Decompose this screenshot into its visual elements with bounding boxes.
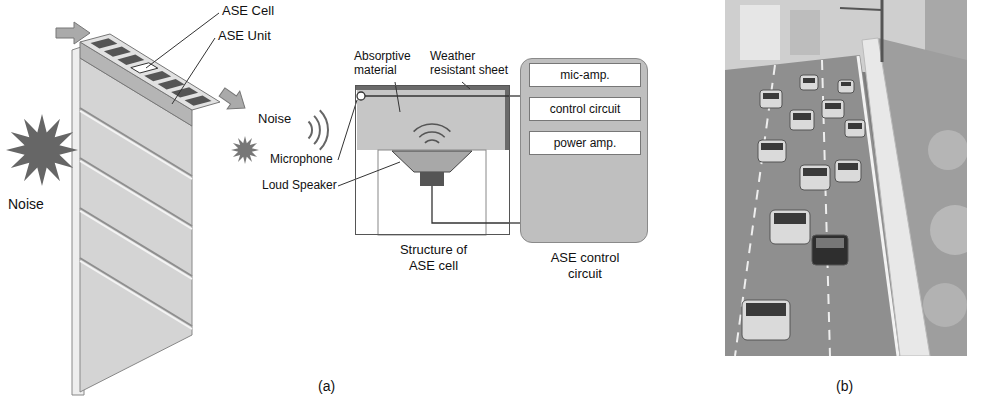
signal-wire <box>510 95 520 96</box>
sound-wave <box>320 110 328 150</box>
building <box>740 5 780 60</box>
car <box>770 210 810 244</box>
noise-barrier <box>72 34 220 395</box>
cell-structure-box: Structure of ASE cell <box>355 85 510 235</box>
car <box>800 165 830 190</box>
panel-joint <box>80 108 192 176</box>
car <box>822 100 844 118</box>
tree <box>923 283 967 327</box>
car <box>742 300 790 340</box>
car <box>845 120 865 137</box>
car-window <box>803 78 815 83</box>
part-label: ASE Unit <box>218 29 271 44</box>
car <box>800 75 818 90</box>
block-label: power amp. <box>530 132 640 154</box>
caption-label: Structure of ASE cell <box>389 242 479 273</box>
control-circuit-box: ASE control circuitmic-amp.control circu… <box>520 58 648 243</box>
ase-cell <box>117 55 144 65</box>
microphone <box>357 92 365 100</box>
sound-wave <box>419 132 444 137</box>
tree <box>930 205 967 255</box>
leader-line <box>395 82 400 112</box>
car-window <box>838 163 858 170</box>
block-label: mic-amp. <box>530 64 640 86</box>
speaker-wire <box>432 186 510 223</box>
noise-label: Noise <box>258 112 291 127</box>
ase-cell-structure <box>356 86 510 235</box>
cars <box>742 75 865 340</box>
panel-joint <box>80 208 192 276</box>
car-window <box>848 123 862 129</box>
ase-cell <box>171 87 198 97</box>
circuit-block: control circuit <box>529 97 641 121</box>
signal-wire <box>510 222 520 223</box>
part-label: Weather resistant sheet <box>430 50 516 78</box>
tree <box>928 130 967 170</box>
sound-wave <box>425 140 439 143</box>
part-label: Microphone <box>270 153 333 167</box>
car <box>790 110 814 130</box>
block-label: control circuit <box>530 98 640 120</box>
speaker-magnet <box>420 172 444 186</box>
sound-wave <box>414 124 451 132</box>
noise-arrow <box>216 83 252 117</box>
circuit-block: power amp. <box>529 131 641 155</box>
car-window <box>746 303 786 316</box>
car-window <box>761 143 783 150</box>
car <box>838 80 854 93</box>
noise-label: Noise <box>8 196 44 212</box>
panel-letter: (b) <box>836 378 853 394</box>
caption-label: ASE control circuit <box>535 250 635 281</box>
panel-letter: (a) <box>318 378 335 394</box>
car-window <box>763 93 779 99</box>
mic-wire <box>365 95 510 96</box>
car-window <box>825 103 841 109</box>
car-window <box>803 168 827 176</box>
car <box>760 90 782 108</box>
weather-sheet <box>356 86 509 90</box>
ase-cell <box>185 95 212 105</box>
ase-cell <box>144 71 171 81</box>
car-window <box>774 213 806 224</box>
noise-burst <box>231 136 259 164</box>
ase-cell <box>91 38 118 48</box>
ase-cell <box>104 47 131 57</box>
panel-joint <box>80 158 192 226</box>
car <box>812 235 848 265</box>
circuit-block: mic-amp. <box>529 63 641 87</box>
car <box>758 140 786 162</box>
ase-cell <box>131 63 158 73</box>
noise-burst <box>6 114 78 186</box>
ase-cell <box>158 79 185 89</box>
car <box>835 160 861 182</box>
car-window <box>816 238 844 248</box>
sound-wave <box>314 116 320 144</box>
leader-line <box>172 38 215 104</box>
ase-barrier-photo <box>862 38 930 356</box>
photo-ground <box>725 0 967 356</box>
loud-speaker <box>392 151 472 172</box>
road-photo <box>725 0 967 356</box>
building <box>790 10 820 55</box>
car-window <box>841 82 851 86</box>
leader-line <box>338 162 400 186</box>
part-label: Loud Speaker <box>262 179 337 193</box>
sound-wave <box>309 122 313 139</box>
ase-unit-top <box>80 34 220 110</box>
noise-arrow <box>56 22 90 44</box>
leader-line <box>146 13 219 68</box>
panel-joint <box>80 258 192 326</box>
panel-joint <box>80 261 192 329</box>
part-label: Absorptive material <box>354 50 430 78</box>
lamp-pole <box>840 8 882 10</box>
part-label: ASE Cell <box>222 4 274 19</box>
car-window <box>793 113 811 120</box>
